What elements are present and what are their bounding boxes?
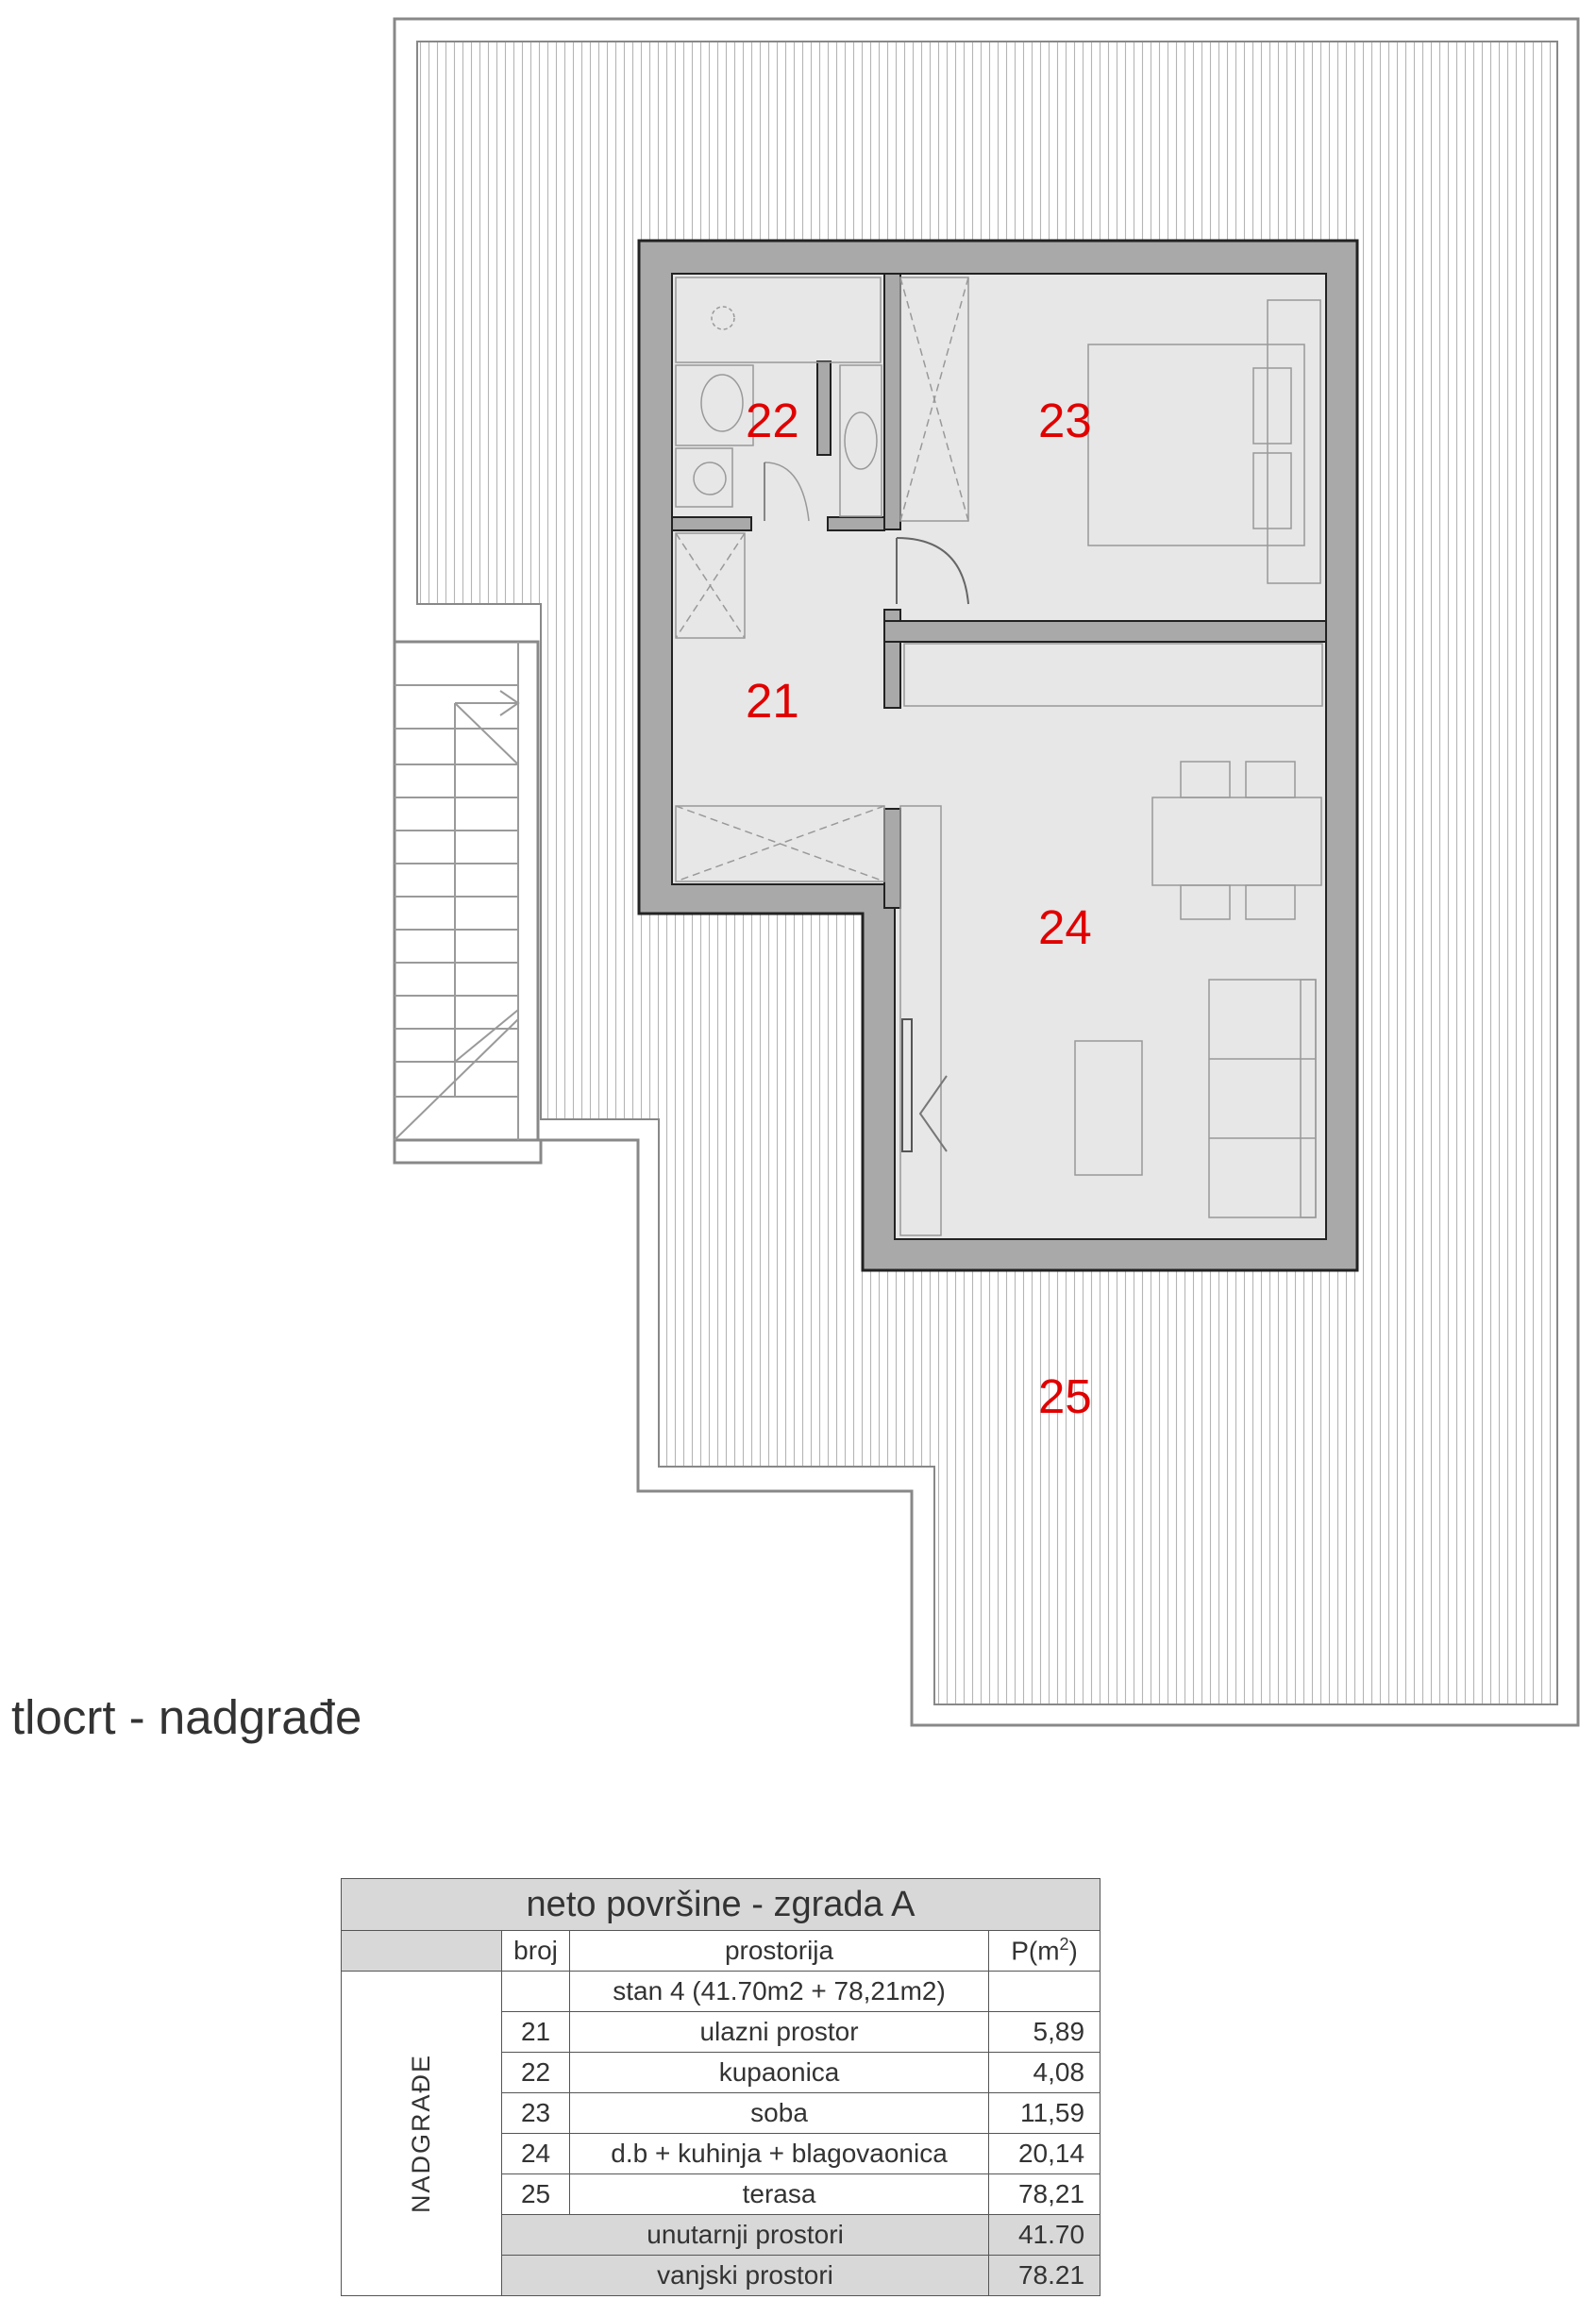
row-area: 78,21 (988, 2173, 1101, 2215)
header-broj: broj (501, 1930, 571, 1972)
total-area: 78.21 (988, 2255, 1101, 2296)
row-prostorija: terasa (569, 2173, 990, 2215)
room-label-25: 25 (1038, 1369, 1092, 1423)
row-broj: 25 (501, 2173, 571, 2215)
room-label-23: 23 (1038, 394, 1092, 447)
row-area: 20,14 (988, 2133, 1101, 2174)
row-prostorija: ulazni prostor (569, 2011, 990, 2053)
unit-broj-blank (501, 1971, 571, 2012)
total-label: vanjski prostori (501, 2255, 990, 2296)
row-broj: 24 (501, 2133, 571, 2174)
row-broj: 23 (501, 2092, 571, 2134)
row-area: 4,08 (988, 2052, 1101, 2093)
total-area: 41.70 (988, 2214, 1101, 2256)
row-broj: 21 (501, 2011, 571, 2053)
row-area: 5,89 (988, 2011, 1101, 2053)
row-prostorija: d.b + kuhinja + blagovaonica (569, 2133, 990, 2174)
coffee-table (1074, 1040, 1143, 1176)
header-area: P(m2) (988, 1930, 1101, 1972)
table-row: 21 ulazni prostor 5,89 (342, 2011, 1101, 2053)
row-prostorija: soba (569, 2092, 990, 2134)
bathroom-fixtures (675, 277, 882, 522)
floor-plan: 22 23 21 24 25 (393, 17, 1580, 1727)
wardrobes (675, 277, 1323, 882)
staircase (393, 640, 540, 1142)
total-row: unutarnji prostori 41.70 (342, 2214, 1101, 2256)
bed (1087, 299, 1321, 584)
room-label-21: 21 (746, 674, 799, 728)
row-broj: 22 (501, 2052, 571, 2093)
unit-label: stan 4 (41.70m2 + 78,21m2) (569, 1971, 990, 2012)
sofa (1208, 979, 1317, 1218)
row-area: 11,59 (988, 2092, 1101, 2134)
section-label-cell: NADGRAĐE (340, 1971, 503, 2296)
header-prostorija: prostorija (569, 1930, 990, 1972)
table-row: 23 soba 11,59 (342, 2092, 1101, 2134)
header-blank (340, 1930, 503, 1972)
interior-floor (671, 273, 1327, 1240)
table-title: neto površine - zgrada A (340, 1878, 1101, 1931)
dining-table (1151, 761, 1322, 920)
bedroom-door (896, 537, 969, 605)
section-label: NADGRAĐE (407, 2053, 436, 2214)
room-label-24: 24 (1038, 900, 1092, 954)
room-label-22: 22 (746, 394, 799, 447)
row-prostorija: kupaonica (569, 2052, 990, 2093)
interior-walls (671, 273, 1327, 909)
kitchen-counter (899, 805, 948, 1236)
total-row: vanjski prostori 78.21 (342, 2255, 1101, 2296)
unit-area-blank (988, 1971, 1101, 2012)
area-table: neto površine - zgrada A broj prostorija… (340, 1878, 1101, 2296)
drawing-title: tlocrt - nadgrađe (11, 1690, 362, 1744)
table-row: 25 terasa 78,21 (342, 2173, 1101, 2215)
total-label: unutarnji prostori (501, 2214, 990, 2256)
